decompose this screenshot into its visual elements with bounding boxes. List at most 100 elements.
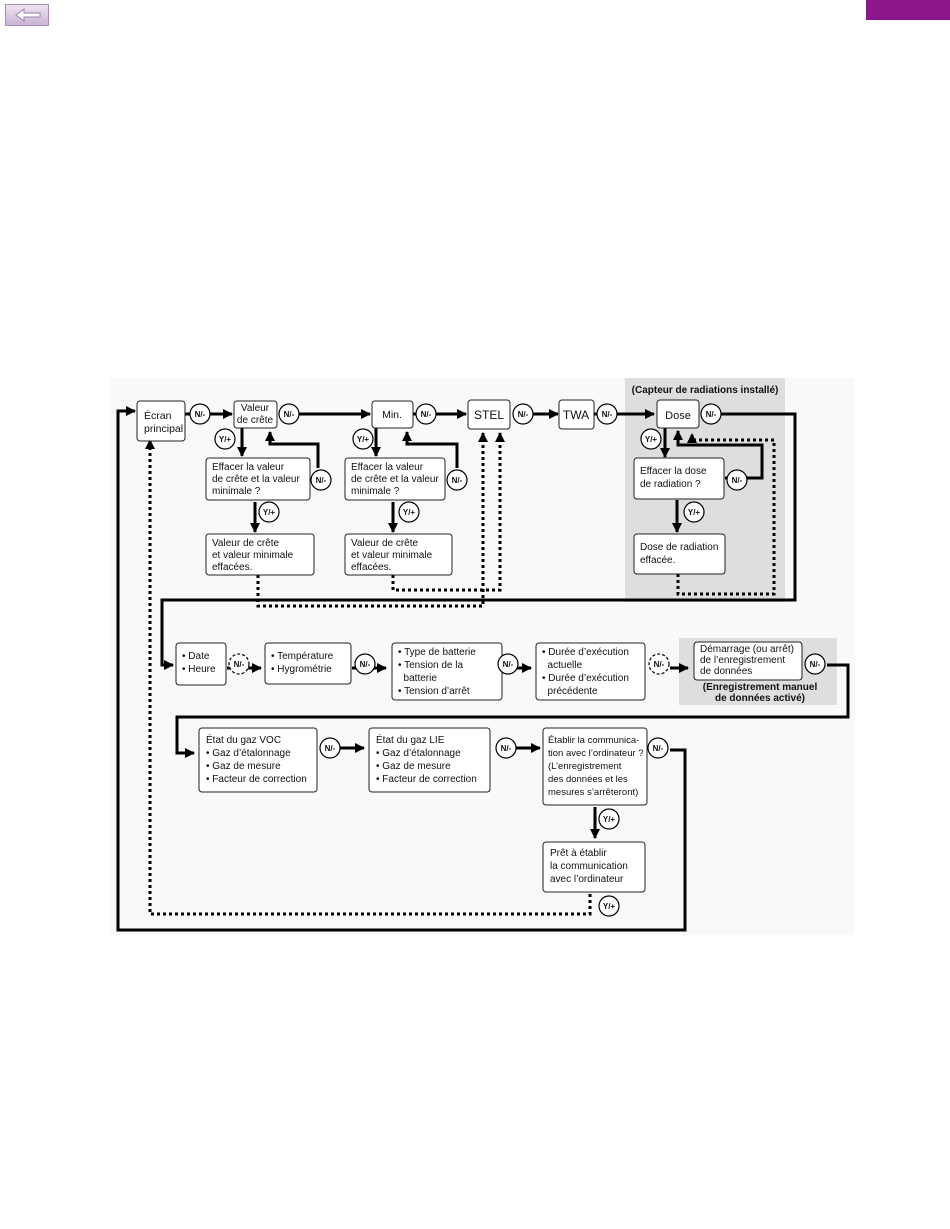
box-twa: TWA [558, 399, 595, 430]
no-key-badges: N/- N/- N/- N/- N/- N/- N/- N/- N/- N/- … [189, 403, 826, 759]
svg-text:Y/+: Y/+ [603, 902, 616, 911]
back-button[interactable] [5, 4, 49, 26]
svg-text:de crête et la valeur: de crête et la valeur [351, 474, 439, 485]
svg-text:État du gaz VOC: État du gaz VOC [206, 733, 281, 746]
box-clear-min: Effacer la valeur de crête et la valeur … [344, 457, 446, 501]
svg-text:actuelle: actuelle [542, 660, 582, 671]
svg-text:Valeur de crête: Valeur de crête [351, 538, 419, 549]
svg-text:Valeur: Valeur [241, 403, 270, 414]
svg-text:N/-: N/- [360, 660, 371, 669]
svg-text:de crête et la valeur: de crête et la valeur [212, 474, 300, 485]
yes-key-3: Y/+ [352, 428, 374, 450]
yes-key-6: Y/+ [683, 501, 705, 523]
box-runtime: • Durée d’exécution actuelle • Durée d’e… [535, 642, 646, 701]
svg-text:N/-: N/- [602, 410, 613, 419]
svg-text:• Gaz d’étalonnage: • Gaz d’étalonnage [206, 748, 291, 759]
svg-text:la communication: la communication [550, 861, 628, 872]
svg-text:de crête: de crête [237, 415, 274, 426]
svg-text:effacées.: effacées. [212, 562, 252, 573]
box-stel: STEL [467, 399, 511, 430]
dotted-connectors [144, 431, 776, 916]
svg-text:effacée.: effacée. [640, 555, 675, 566]
svg-text:effacées.: effacées. [351, 562, 391, 573]
box-battery: • Type de batterie • Tension de la batte… [391, 642, 503, 701]
svg-text:Écran: Écran [144, 409, 172, 422]
no-key-4: N/- [512, 403, 534, 425]
no-key-5: N/- [596, 403, 618, 425]
svg-text:mesures s’arrêteront): mesures s’arrêteront) [548, 787, 638, 798]
box-clear-dose: Effacer la dose de radiation ? [633, 457, 725, 500]
box-communication: Établir la communica- tion avec l’ordina… [542, 727, 648, 806]
svg-text:Démarrage (ou arrêt): Démarrage (ou arrêt) [700, 644, 794, 655]
svg-text:de données: de données [700, 666, 752, 677]
box-date-time: • Date • Heure [175, 642, 227, 686]
svg-text:• Durée d’exécution: • Durée d’exécution [542, 673, 629, 684]
svg-text:Prêt à établir: Prêt à établir [550, 848, 607, 859]
no-key-2: N/- [278, 403, 300, 425]
svg-text:Y/+: Y/+ [219, 435, 232, 444]
svg-text:N/-: N/- [234, 660, 245, 669]
svg-text:N/-: N/- [653, 744, 664, 753]
box-peak: Valeur de crête [233, 400, 278, 429]
box-temperature: • Température • Hygrométrie [264, 642, 352, 685]
svg-text:N/-: N/- [503, 660, 514, 669]
box-peak-cleared: Valeur de crête et valeur minimale effac… [205, 533, 315, 576]
box-clear-peak: Effacer la valeur de crête et la valeur … [205, 457, 311, 501]
svg-text:• Heure: • Heure [182, 664, 216, 675]
no-key-12: N/- [497, 653, 519, 675]
svg-text:• Gaz de mesure: • Gaz de mesure [376, 761, 451, 772]
svg-text:Y/+: Y/+ [357, 435, 370, 444]
box-voc: État du gaz VOC • Gaz d’étalonnage • Gaz… [198, 727, 318, 793]
svg-text:Dose de radiation: Dose de radiation [640, 542, 718, 553]
radiation-panel-label: (Capteur de radiations installé) [632, 385, 779, 396]
svg-text:et valeur minimale: et valeur minimale [212, 550, 294, 561]
svg-text:N/-: N/- [732, 476, 743, 485]
no-key-15: N/- [319, 737, 341, 759]
corner-tab [866, 0, 950, 20]
svg-text:N/-: N/- [325, 744, 336, 753]
no-key-13: N/- [648, 653, 670, 675]
svg-text:N/-: N/- [284, 410, 295, 419]
box-ready: Prêt à établir la communication avec l’o… [542, 841, 646, 893]
svg-text:Effacer la valeur: Effacer la valeur [351, 462, 424, 473]
box-lie: État du gaz LIE • Gaz d’étalonnage • Gaz… [368, 727, 491, 793]
svg-text:Dose: Dose [665, 410, 691, 422]
no-key-17: N/- [647, 737, 669, 759]
yes-key-7: Y/+ [598, 808, 620, 830]
svg-text:• Facteur de correction: • Facteur de correction [376, 774, 477, 785]
yes-key-4: Y/+ [398, 501, 420, 523]
arrow-left-icon [15, 8, 41, 22]
no-key-9: N/- [726, 469, 748, 491]
svg-text:de l’enregistrement: de l’enregistrement [700, 655, 785, 666]
svg-text:Y/+: Y/+ [263, 508, 276, 517]
svg-text:N/-: N/- [654, 660, 665, 669]
no-key-11: N/- [354, 653, 376, 675]
svg-text:• Tension d’arrêt: • Tension d’arrêt [398, 686, 470, 697]
box-min: Min. [371, 400, 414, 429]
svg-text:(L’enregistrement: (L’enregistrement [548, 761, 622, 772]
svg-text:N/-: N/- [195, 410, 206, 419]
svg-text:• Facteur de correction: • Facteur de correction [206, 774, 307, 785]
svg-text:• Gaz d’étalonnage: • Gaz d’étalonnage [376, 748, 461, 759]
svg-text:• Date: • Date [182, 651, 210, 662]
svg-text:N/-: N/- [518, 410, 529, 419]
box-dose: Dose [656, 399, 700, 429]
svg-text:minimale ?: minimale ? [351, 486, 400, 497]
svg-text:• Durée d’exécution: • Durée d’exécution [542, 647, 629, 658]
svg-text:• Type de batterie: • Type de batterie [398, 647, 476, 658]
yes-key-badges: Y/+ Y/+ Y/+ Y/+ Y/+ Y/+ Y/+ Y/+ [214, 428, 705, 917]
svg-text:Effacer la valeur: Effacer la valeur [212, 462, 285, 473]
box-dose-cleared: Dose de radiation effacée. [633, 533, 726, 575]
yes-key-2: Y/+ [258, 501, 280, 523]
svg-text:des données et les: des données et les [548, 774, 628, 785]
svg-text:STEL: STEL [474, 408, 504, 422]
svg-text:Y/+: Y/+ [603, 815, 616, 824]
menu-flow-diagram: (Capteur de radiations installé) (Enregi… [110, 378, 855, 935]
svg-text:principal: principal [144, 423, 183, 435]
svg-text:Effacer la dose: Effacer la dose [640, 466, 707, 477]
svg-text:• Température: • Température [271, 651, 334, 662]
box-main-screen: Écran principal [136, 400, 186, 442]
no-key-14: N/- [804, 653, 826, 675]
box-min-cleared: Valeur de crête et valeur minimale effac… [344, 533, 453, 576]
svg-text:Y/+: Y/+ [403, 508, 416, 517]
